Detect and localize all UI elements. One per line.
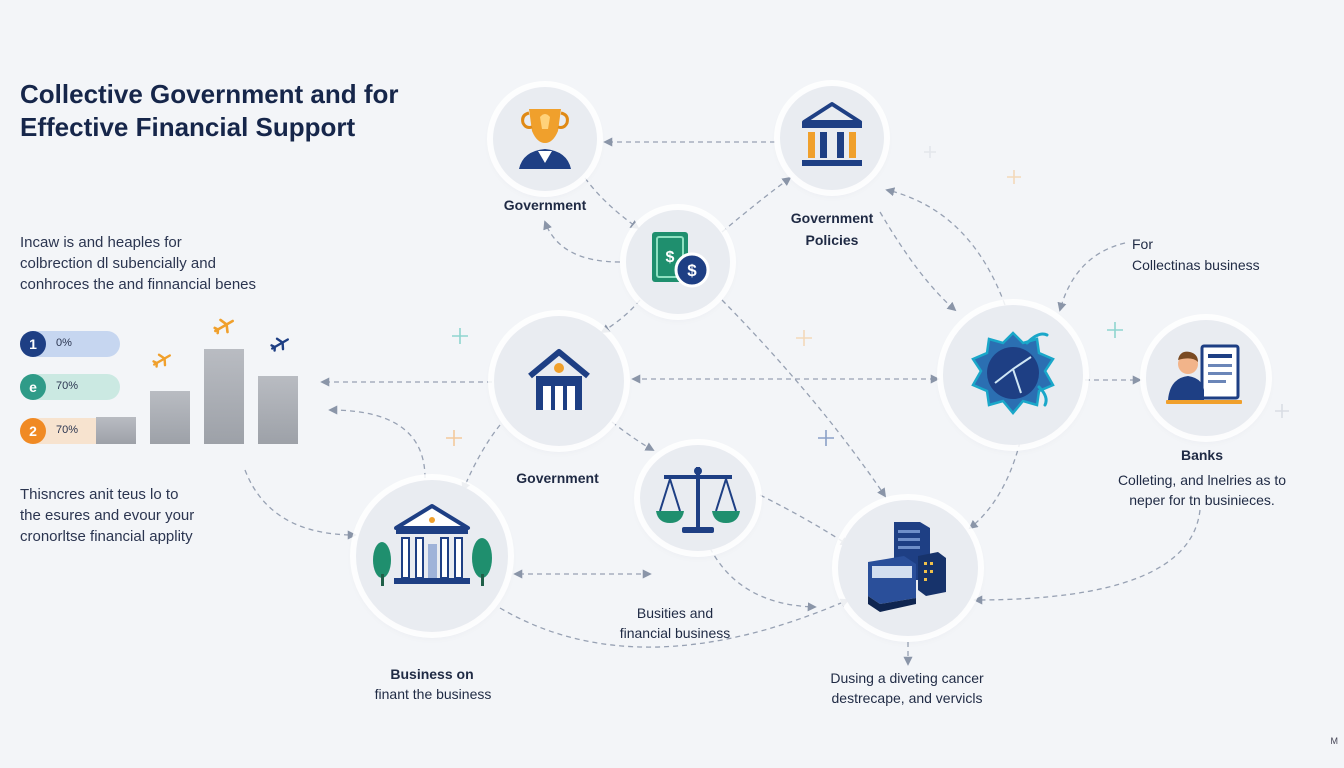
dusing-line: Dusing a diveting cancer — [830, 670, 984, 686]
left-intro-line: colbrection dl subencially and — [20, 255, 216, 272]
legend-pill-1: 1 0% — [20, 331, 120, 357]
left-intro-text: Incaw is and heaples for colbrection dl … — [20, 232, 256, 295]
text-dusing: Dusing a diveting cancer destrecape, and… — [800, 668, 1014, 708]
person-document-icon — [1166, 344, 1242, 404]
legend-percent: 70% — [56, 380, 79, 392]
arrow-banks-to-server — [973, 509, 1201, 605]
legend-pill-2: e 70% — [20, 374, 120, 400]
node-government-top[interactable] — [493, 87, 597, 191]
text-for: For — [1132, 236, 1153, 252]
svg-text:$: $ — [666, 249, 675, 266]
arrow-chart-to-bank — [244, 469, 357, 540]
sparkle-plus-8 — [924, 146, 936, 158]
banks-description-line: neper for tn businieces. — [1129, 492, 1275, 508]
left-bottom-line: the esures and evour your — [20, 507, 195, 524]
server-rack-icon — [868, 522, 946, 612]
legend-number: 1 — [20, 331, 46, 357]
sparkle-plus-1 — [452, 328, 468, 344]
sparkle-plus-7 — [1275, 404, 1289, 418]
arrow-money-to-policies — [721, 176, 792, 233]
plane-icons — [152, 318, 289, 368]
arrow-bank-to-chart — [328, 405, 426, 479]
node-banks-person[interactable] — [1146, 320, 1266, 436]
legend-percent: 0% — [56, 337, 72, 349]
busities-line: Busities and — [636, 605, 714, 621]
plane-icon — [152, 353, 171, 368]
node-justice[interactable] — [640, 445, 756, 551]
sparkle-plus-4 — [446, 430, 462, 446]
node-business-bank[interactable] — [356, 480, 508, 632]
text-banks-description: Colleting, and lnelries as to neper for … — [1108, 470, 1296, 510]
trophy-person-icon — [519, 109, 571, 169]
house-icon — [528, 349, 590, 410]
arrow-money-to-gov-mid — [600, 299, 641, 333]
left-bottom-line: Thisncres anit teus lo to — [20, 486, 179, 503]
arrow-money-to-government — [543, 220, 621, 263]
label-government-policies: Government Policies — [790, 210, 874, 248]
node-government-policies[interactable] — [780, 86, 884, 190]
arrow-hub-to-server — [968, 441, 1021, 530]
label-government-top: Government — [503, 197, 587, 213]
scales-icon — [656, 467, 740, 533]
bar-1 — [96, 417, 136, 444]
text-collectinas: Collectinas business — [1132, 257, 1260, 273]
banks-description-line: Colleting, and lnelries as to — [1117, 472, 1287, 488]
left-intro-line: conhroces the and finnancial benes — [20, 276, 257, 293]
sparkle-plus-2 — [796, 330, 812, 346]
left-intro-line: Incaw is and heaples for — [20, 234, 182, 251]
arrow-money-to-server — [721, 299, 887, 498]
sparkle-plus-6 — [1007, 170, 1021, 184]
arrow-government-to-money — [584, 177, 640, 230]
sparkle-plus-3 — [818, 430, 834, 446]
left-bottom-text: Thisncres anit teus lo to the esures and… — [20, 484, 194, 547]
sublabel-business-bank: finant the business — [374, 686, 492, 702]
bank-building-icon — [802, 102, 862, 166]
arrow-for-to-hub — [1057, 242, 1126, 312]
sparkle-plus-5 — [1107, 322, 1123, 338]
bar-3 — [204, 349, 244, 444]
text-busities: Busities and financial business — [590, 603, 760, 643]
arrow-justice-to-server-2 — [759, 494, 850, 547]
node-server[interactable] — [838, 500, 978, 636]
plane-icon — [270, 337, 289, 352]
node-bank-hub[interactable] — [943, 305, 1083, 445]
arrow-hub-to-policies — [885, 187, 1006, 306]
money-dollar-icon: $ $ — [652, 232, 710, 288]
bar-2 — [150, 391, 190, 444]
arrow-gov-mid-to-bank — [461, 424, 501, 492]
node-money[interactable]: $ $ — [626, 210, 730, 314]
page-title: Collective Government and for Effective … — [20, 79, 399, 142]
label-banks: Banks — [1180, 447, 1224, 463]
corner-mark: M — [1330, 736, 1339, 746]
left-bottom-line: cronorltse financial applity — [20, 528, 193, 545]
label-government-mid: Government — [516, 470, 599, 486]
node-government-mid[interactable] — [494, 316, 624, 446]
bank-trees-icon — [373, 504, 492, 586]
legend-percent: 70% — [56, 424, 79, 436]
arrow-gov-mid-to-justice — [611, 421, 655, 451]
bar-4 — [258, 376, 298, 444]
busities-line: financial business — [619, 625, 731, 641]
network-globe-icon — [971, 331, 1055, 415]
plane-icon — [213, 318, 234, 335]
legend-number: e — [20, 374, 46, 400]
legend-number: 2 — [20, 418, 46, 444]
dusing-line: destrecape, and vervicls — [831, 690, 983, 706]
label-business-bank: Business on — [390, 666, 474, 682]
arrow-justice-to-server — [709, 547, 817, 612]
arrow-bank-to-server — [499, 598, 850, 648]
svg-text:$: $ — [687, 261, 697, 280]
